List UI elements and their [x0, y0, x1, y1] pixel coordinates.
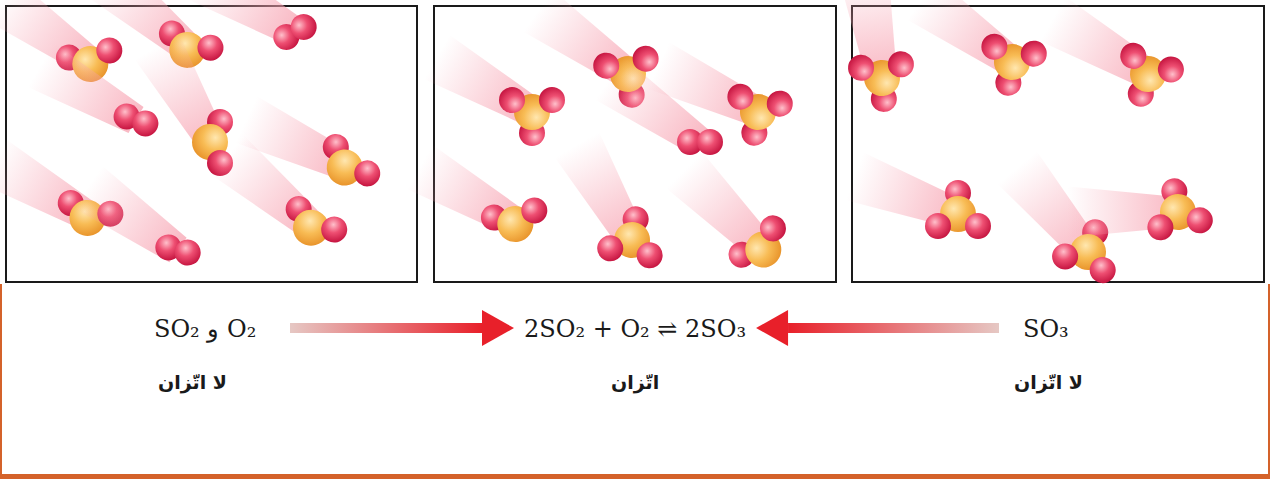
border-bar [0, 474, 1270, 479]
so2-molecule [479, 195, 552, 247]
so3-molecule [595, 201, 670, 271]
state-label: لا اتّزان [158, 371, 227, 394]
arrow-head [482, 310, 514, 346]
so3-molecule [974, 32, 1049, 102]
so2-molecule [273, 191, 352, 260]
o2-molecule [110, 100, 162, 140]
so2-molecule [723, 210, 801, 284]
so3-molecule [925, 180, 991, 239]
so3-molecule [499, 87, 565, 146]
so2-molecule [308, 129, 386, 203]
state-label: اتّزان [611, 371, 659, 394]
so3-molecule [1105, 39, 1187, 117]
so3-molecule [720, 82, 795, 152]
border-bar [1268, 284, 1270, 479]
arrow-shaft [788, 323, 999, 333]
so3-molecule [1140, 173, 1215, 243]
equation: 2SO₂ + O₂ ⇌ 2SO₃ [524, 315, 746, 344]
state-label: لا اتّزان [1014, 371, 1083, 394]
reactants-label: O₂ و SO₂ [154, 315, 256, 344]
product-label: SO₃ [1023, 315, 1069, 344]
so3-molecule [847, 50, 918, 115]
border-bar [0, 284, 2, 479]
arrow-head [756, 310, 788, 346]
panel-frame [6, 6, 417, 282]
o2-molecule [152, 231, 203, 268]
arrow-shaft [290, 323, 482, 333]
o2-molecule [269, 9, 322, 55]
